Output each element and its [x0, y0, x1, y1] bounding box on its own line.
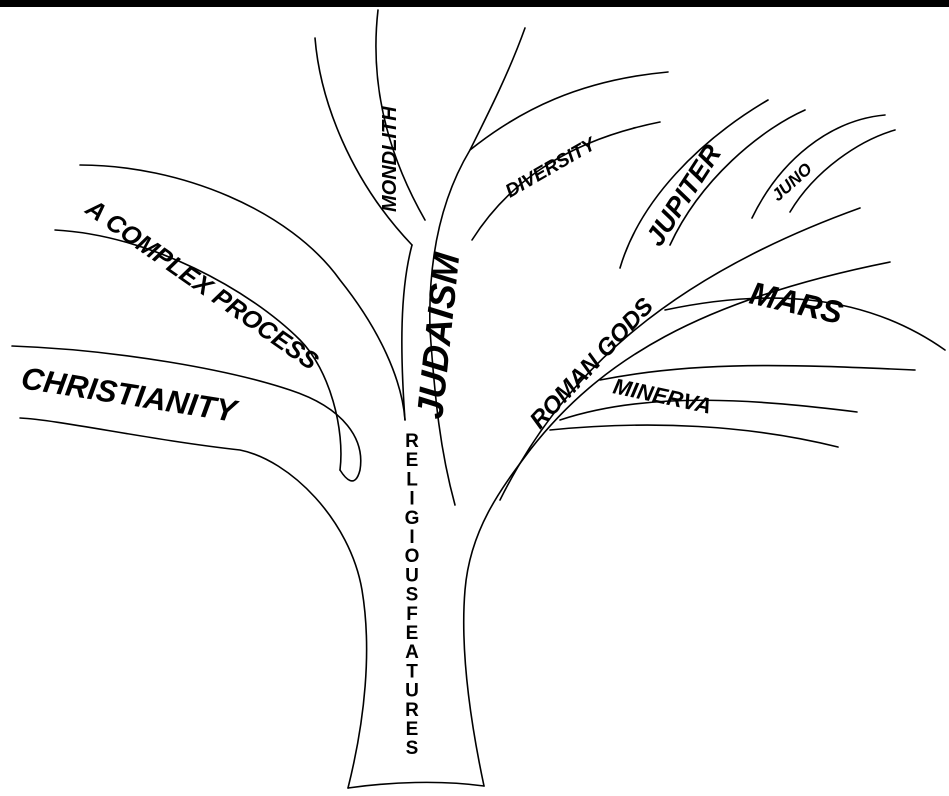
branch-left [11, 164, 406, 482]
trunk-letter: E [406, 719, 419, 740]
trunk-letter: I [409, 489, 414, 510]
label-mars: MARS [746, 275, 847, 331]
trunk-letter: R [405, 700, 419, 721]
trunk-letter: E [406, 450, 419, 471]
trunk-letter: I [409, 527, 414, 548]
branch-diversity [469, 71, 669, 241]
trunk-letter: U [405, 681, 419, 702]
trunk-letter: R [405, 431, 419, 452]
trunk-letter: U [405, 565, 419, 586]
trunk-letter: E [406, 623, 419, 644]
label-roman-gods: ROMAN GODS [525, 293, 659, 434]
label-diversity: DIVERSITY [502, 133, 601, 202]
trunk-letter: S [406, 585, 419, 606]
trunk-letter: S [406, 738, 419, 759]
label-mondlith: MONDLITH [379, 106, 401, 212]
trunk-letter: T [406, 661, 418, 682]
top-border [0, 0, 949, 7]
branch-roman [499, 99, 946, 501]
branch-mondlith [314, 9, 426, 246]
trunk-letter: F [406, 604, 418, 625]
trunk-letter: A [405, 642, 419, 663]
label-jupiter: JUPITER [640, 139, 728, 251]
trunk-outline [19, 27, 531, 789]
trunk-letter: G [405, 508, 420, 529]
trunk-letter: L [406, 469, 418, 490]
label-a-complex-process: A COMPLEX PROCESS [80, 193, 324, 376]
label-christianity: CHRISTIANITY [19, 360, 242, 429]
label-juno: JUNO [768, 159, 816, 205]
label-minerva: MINERVA [611, 373, 714, 418]
label-judaism: JUDAISM [409, 250, 467, 421]
trunk-letter: O [405, 546, 420, 567]
